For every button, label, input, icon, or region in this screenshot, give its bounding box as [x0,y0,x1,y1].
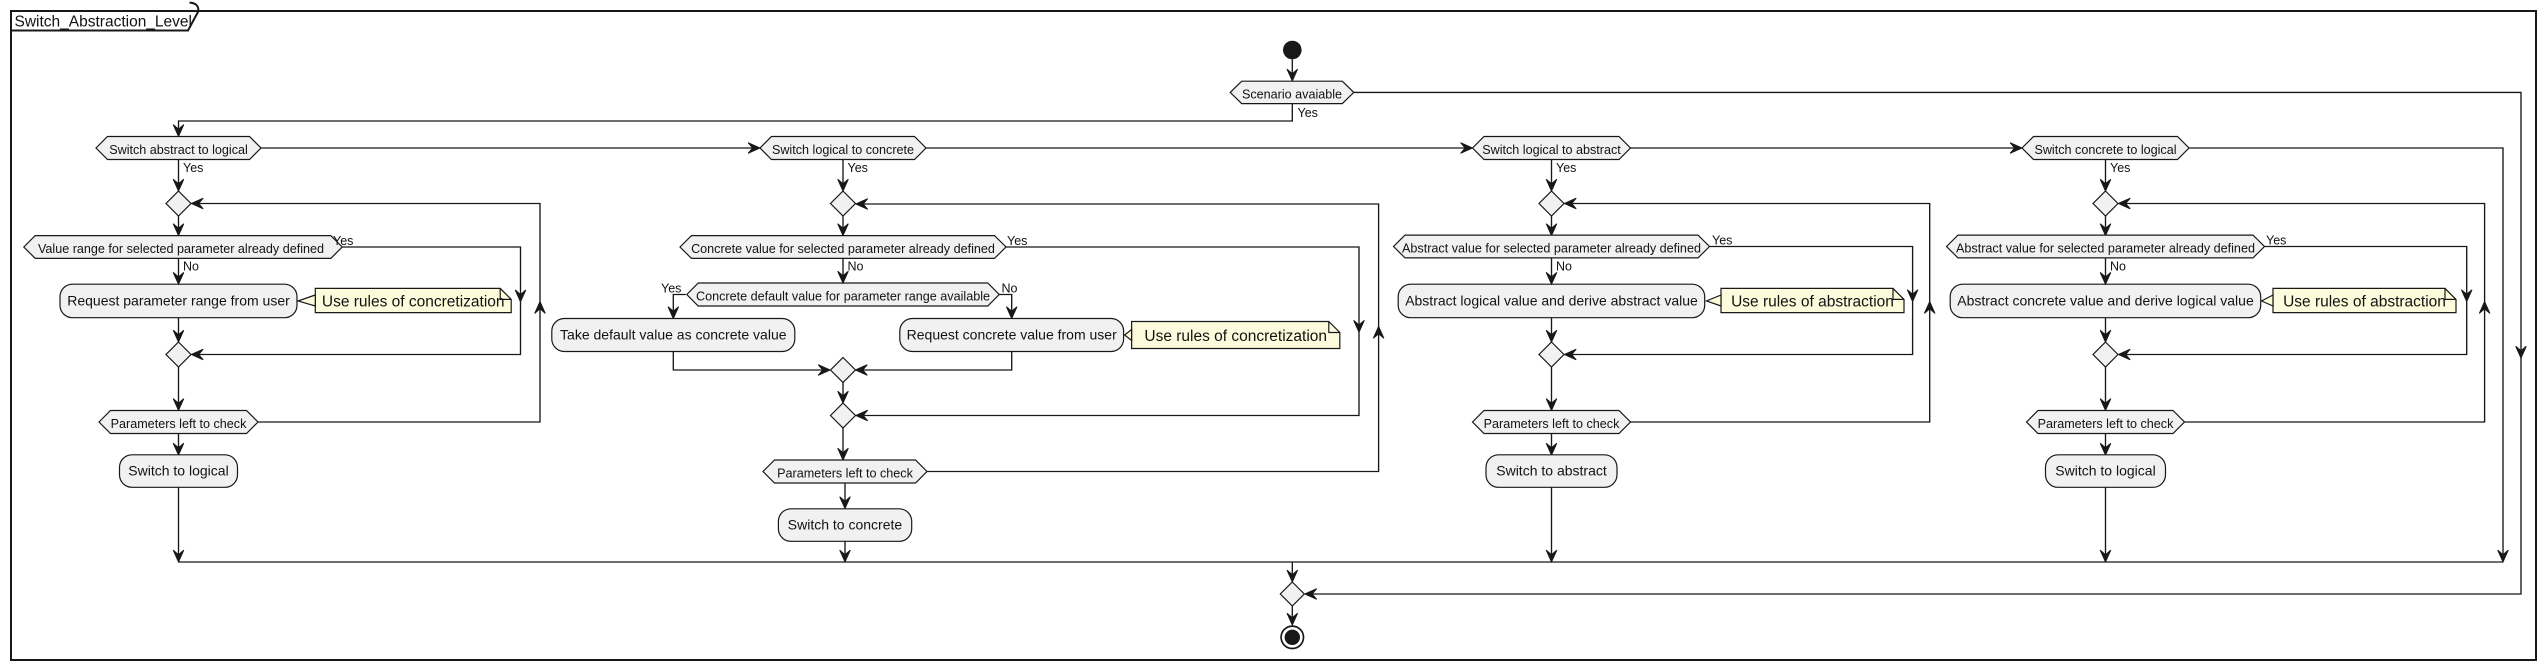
svg-text:Switch logical to abstract: Switch logical to abstract [1482,143,1621,157]
svg-text:Yes: Yes [2110,161,2130,175]
svg-text:Take default value as concrete: Take default value as concrete value [560,326,787,342]
svg-text:Request concrete value from us: Request concrete value from user [907,326,1117,342]
svg-text:Yes: Yes [1298,106,1318,120]
svg-text:Parameters left to check: Parameters left to check [777,467,913,481]
svg-text:Parameters left to check: Parameters left to check [2038,417,2174,431]
svg-text:Yes: Yes [2266,234,2286,248]
svg-text:No: No [848,260,864,274]
svg-text:Switch abstract to logical: Switch abstract to logical [109,143,248,157]
svg-text:Switch to logical: Switch to logical [2055,462,2155,478]
svg-text:Value range for selected param: Value range for selected parameter alrea… [38,242,324,256]
svg-text:Yes: Yes [661,282,681,296]
svg-text:Request parameter range from u: Request parameter range from user [67,292,290,308]
svg-text:Switch concrete to logical: Switch concrete to logical [2034,143,2176,157]
svg-text:Yes: Yes [1007,234,1027,248]
svg-text:Parameters left to check: Parameters left to check [1484,417,1620,431]
svg-text:Switch to logical: Switch to logical [128,462,228,478]
svg-text:Concrete default value for par: Concrete default value for parameter ran… [696,290,990,304]
svg-text:Yes: Yes [1712,234,1732,248]
svg-text:Use rules of abstraction: Use rules of abstraction [1731,293,1894,310]
svg-text:Yes: Yes [333,234,353,248]
svg-text:Abstract concrete value and de: Abstract concrete value and derive logic… [1957,292,2254,308]
svg-text:Yes: Yes [848,161,868,175]
svg-text:No: No [1002,282,1018,296]
svg-text:Yes: Yes [183,161,203,175]
svg-text:Use rules of abstraction: Use rules of abstraction [2283,293,2446,310]
svg-text:Switch logical to concrete: Switch logical to concrete [772,143,914,157]
svg-text:Switch to concrete: Switch to concrete [788,516,903,532]
svg-text:Yes: Yes [1556,161,1576,175]
svg-text:Concrete value for selected pa: Concrete value for selected parameter al… [691,242,995,256]
svg-text:Parameters left to check: Parameters left to check [111,417,247,431]
svg-text:No: No [183,260,199,274]
svg-text:Abstract logical value and der: Abstract logical value and derive abstra… [1405,292,1698,308]
svg-text:Use rules of concretization: Use rules of concretization [322,293,505,310]
svg-text:No: No [2110,260,2126,274]
svg-text:Abstract value for selected pa: Abstract value for selected parameter al… [1956,242,2255,256]
svg-text:Switch to abstract: Switch to abstract [1496,462,1607,478]
svg-text:Scenario avaiable: Scenario avaiable [1242,87,1342,101]
svg-text:Abstract value for selected pa: Abstract value for selected parameter al… [1402,242,1701,256]
svg-text:Use rules of concretization: Use rules of concretization [1144,328,1327,345]
svg-text:No: No [1556,260,1572,274]
svg-text:Switch_Abstraction_Level: Switch_Abstraction_Level [15,14,193,31]
